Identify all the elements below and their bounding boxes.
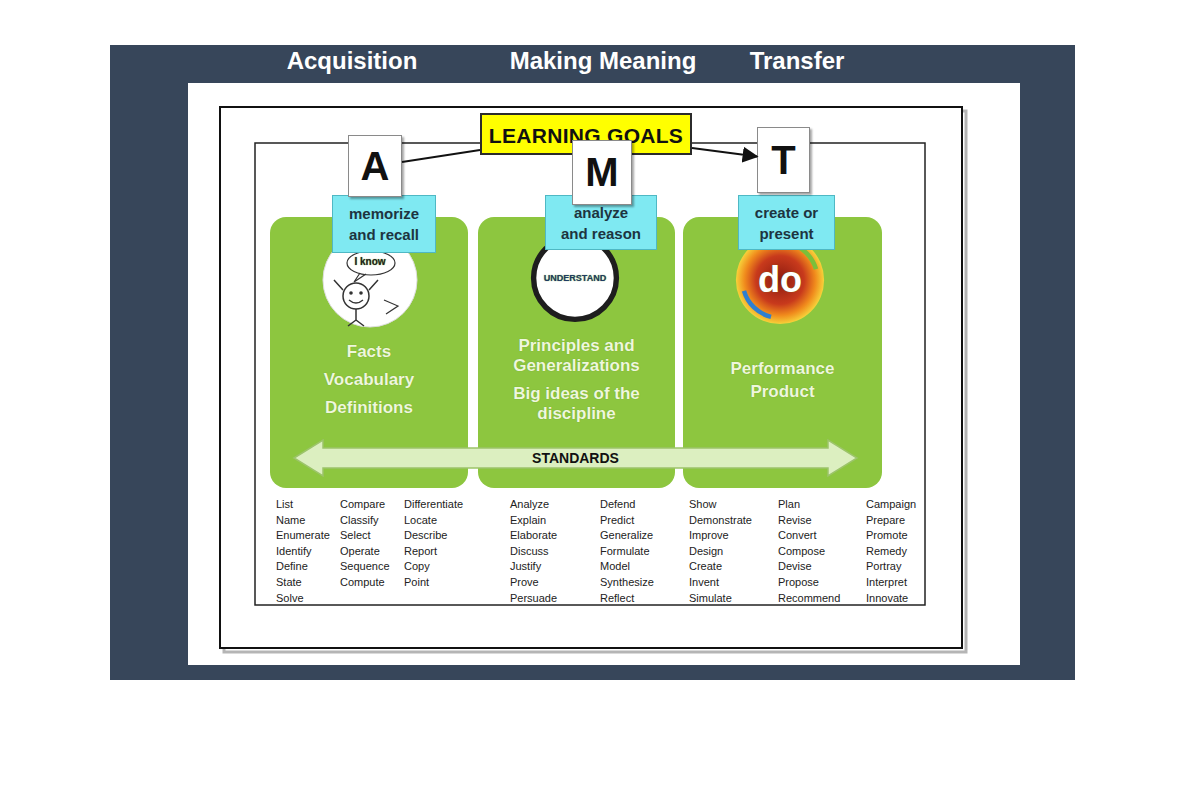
action-verb: Demonstrate [689, 514, 752, 527]
circle-fill [534, 237, 617, 320]
action-verb: Elaborate [510, 529, 557, 542]
letter-text: T [771, 138, 795, 183]
panel-text: Definitions [289, 394, 449, 422]
action-verb: Explain [510, 514, 546, 527]
outer-border [220, 107, 962, 648]
action-verb: Identify [276, 545, 311, 558]
letter-text: M [585, 150, 618, 195]
action-verb: Recommend [778, 592, 840, 605]
connector-line [692, 148, 757, 157]
action-verb: Model [600, 560, 630, 573]
action-verb: Locate [404, 514, 437, 527]
verb-text: memorize and recall [339, 203, 429, 245]
action-verb: Discuss [510, 545, 549, 558]
letter-box: M [572, 140, 632, 205]
verb-text: create or present [742, 202, 832, 244]
verb-box: memorize and recall [332, 195, 436, 253]
action-verb: Enumerate [276, 529, 330, 542]
action-verb: Improve [689, 529, 729, 542]
action-verb: Prepare [866, 514, 905, 527]
action-verb: Operate [340, 545, 380, 558]
verb-box: create or present [738, 195, 835, 250]
action-verb: Describe [404, 529, 447, 542]
action-verb: Define [276, 560, 308, 573]
inner-border [255, 143, 925, 605]
column-heading: Acquisition [202, 47, 502, 75]
action-verb: Persuade [510, 592, 557, 605]
panel-text: Facts [289, 338, 449, 366]
action-verb: Portray [866, 560, 901, 573]
letter-box: T [757, 127, 810, 193]
action-verb: Design [689, 545, 723, 558]
action-verb: Create [689, 560, 722, 573]
action-verb: Justify [510, 560, 541, 573]
connector-line [402, 150, 480, 162]
action-verb: Prove [510, 576, 539, 589]
letter-text: A [361, 144, 390, 189]
action-verb: Promote [866, 529, 908, 542]
action-verb: Predict [600, 514, 634, 527]
navy-frame [110, 45, 1075, 680]
action-verb: Select [340, 529, 371, 542]
column-heading: Transfer [647, 47, 947, 75]
action-verb: Synthesize [600, 576, 654, 589]
action-verb: Reflect [600, 592, 634, 605]
action-verb: Invent [689, 576, 719, 589]
standards-arrow: STANDARDS [293, 439, 858, 477]
action-verb: Interpret [866, 576, 907, 589]
action-verb: Point [404, 576, 429, 589]
verb-text: analyze and reason [560, 202, 643, 244]
action-verb: Compute [340, 576, 385, 589]
action-verb: Innovate [866, 592, 908, 605]
action-verb: Convert [778, 529, 817, 542]
band-text: STANDARDS [532, 450, 619, 466]
panel-text: Performance Product [718, 357, 848, 403]
action-verb: Solve [276, 592, 304, 605]
action-verb: Remedy [866, 545, 907, 558]
action-verb: List [276, 498, 293, 511]
action-verb: Compare [340, 498, 385, 511]
action-verb: Propose [778, 576, 819, 589]
action-verb: Copy [404, 560, 430, 573]
action-verb: Generalize [600, 529, 653, 542]
action-verb: Devise [778, 560, 812, 573]
circle-fill [736, 236, 824, 324]
action-verb: Report [404, 545, 437, 558]
bubble-text: I know [354, 256, 385, 267]
panel-text: Vocabulary [289, 366, 449, 394]
circle-fill [323, 233, 417, 327]
double-arrow [294, 440, 857, 476]
action-verb: Simulate [689, 592, 732, 605]
action-verb: Plan [778, 498, 800, 511]
action-verb: Defend [600, 498, 635, 511]
action-verb: Analyze [510, 498, 549, 511]
action-verb: Campaign [866, 498, 916, 511]
action-verb: Compose [778, 545, 825, 558]
white-panel [188, 83, 1020, 665]
action-verb: Formulate [600, 545, 650, 558]
action-verb: Revise [778, 514, 812, 527]
column-heading: Making Meaning [453, 47, 753, 75]
action-verb: Sequence [340, 560, 390, 573]
icon-text: UNDERSTAND [544, 273, 606, 283]
action-verb: State [276, 576, 302, 589]
action-verb: Differentiate [404, 498, 463, 511]
panel-text: Big ideas of the discipline [497, 384, 657, 424]
letter-box: A [348, 135, 402, 197]
panel-text: Principles and Generalizations [497, 336, 657, 376]
action-verb: Classify [340, 514, 379, 527]
action-verb: Name [276, 514, 305, 527]
icon-text: do [758, 259, 802, 301]
action-verb: Show [689, 498, 717, 511]
